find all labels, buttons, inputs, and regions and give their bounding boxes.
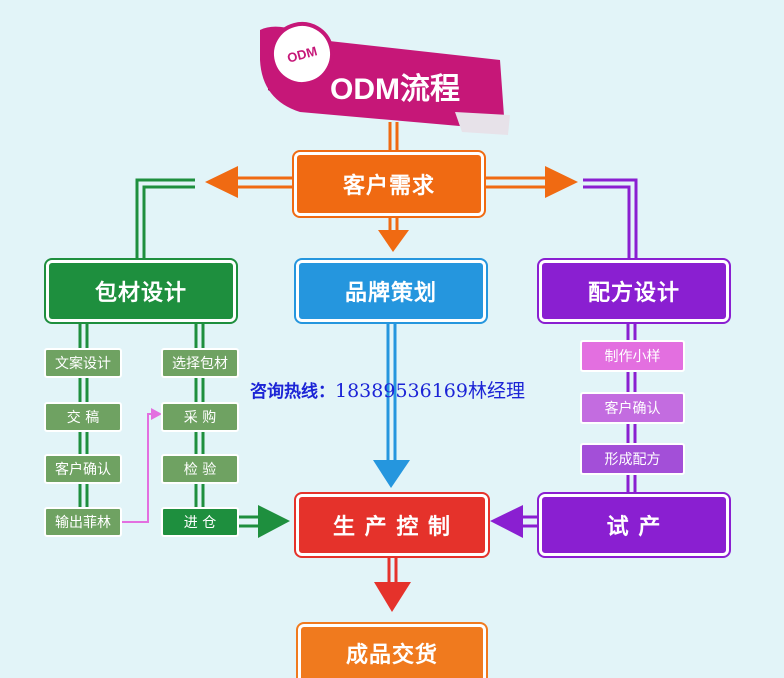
arrow-blue-down xyxy=(373,322,410,488)
banner-title: ODM流程 xyxy=(330,73,460,106)
node-trial-production-label: 试 产 xyxy=(606,515,662,540)
step-warehousing: 进 仓 xyxy=(161,507,239,537)
step-customer-confirm-left: 客户确认 xyxy=(44,454,122,484)
step-copywriting: 文案设计 xyxy=(44,348,122,378)
arrow-green-to-production xyxy=(237,505,290,538)
arrow-red-down xyxy=(374,558,411,612)
green-connector-top xyxy=(135,178,195,258)
hotline-label: 咨询热线： xyxy=(250,382,335,402)
step-select-material: 选择包材 xyxy=(161,348,239,378)
node-finished-delivery-label: 成品交货 xyxy=(345,642,438,668)
node-production-control: 生 产 控 制 xyxy=(296,494,488,556)
node-formula-design: 配方设计 xyxy=(539,260,729,322)
node-brand-planning-label: 品牌策划 xyxy=(344,281,437,306)
node-formula-design-label: 配方设计 xyxy=(587,281,680,306)
node-trial-production: 试 产 xyxy=(539,494,729,556)
node-packaging-design: 包材设计 xyxy=(46,260,236,322)
step-inspection: 检 验 xyxy=(161,454,239,484)
node-packaging-design-label: 包材设计 xyxy=(94,281,187,306)
step-output-film: 输出菲林 xyxy=(44,507,122,537)
step-make-sample: 制作小样 xyxy=(580,340,685,372)
node-brand-planning: 品牌策划 xyxy=(296,260,486,322)
arrow-down-orange xyxy=(378,218,409,252)
node-customer-demand-label: 客户需求 xyxy=(342,174,435,199)
step-customer-confirm-right: 客户确认 xyxy=(580,392,685,424)
arrow-left-orange xyxy=(205,166,295,198)
node-customer-demand: 客户需求 xyxy=(294,152,484,216)
step-finalize-formula: 形成配方 xyxy=(580,443,685,475)
node-production-control-label: 生 产 控 制 xyxy=(333,515,451,540)
arrow-right-orange xyxy=(486,166,578,198)
pink-arrowhead xyxy=(151,408,162,420)
hotline-number: 18389536169林经理 xyxy=(335,380,525,402)
step-purchase: 采 购 xyxy=(161,402,239,432)
arrow-purple-left xyxy=(490,505,545,538)
purple-connector-top xyxy=(583,178,638,258)
banner-ribbon-curl xyxy=(455,112,510,135)
step-submit-draft: 交 稿 xyxy=(44,402,122,432)
hotline: 咨询热线：18389536169林经理 xyxy=(250,376,525,403)
node-finished-delivery: 成品交货 xyxy=(298,624,486,678)
pink-connector xyxy=(121,413,152,523)
